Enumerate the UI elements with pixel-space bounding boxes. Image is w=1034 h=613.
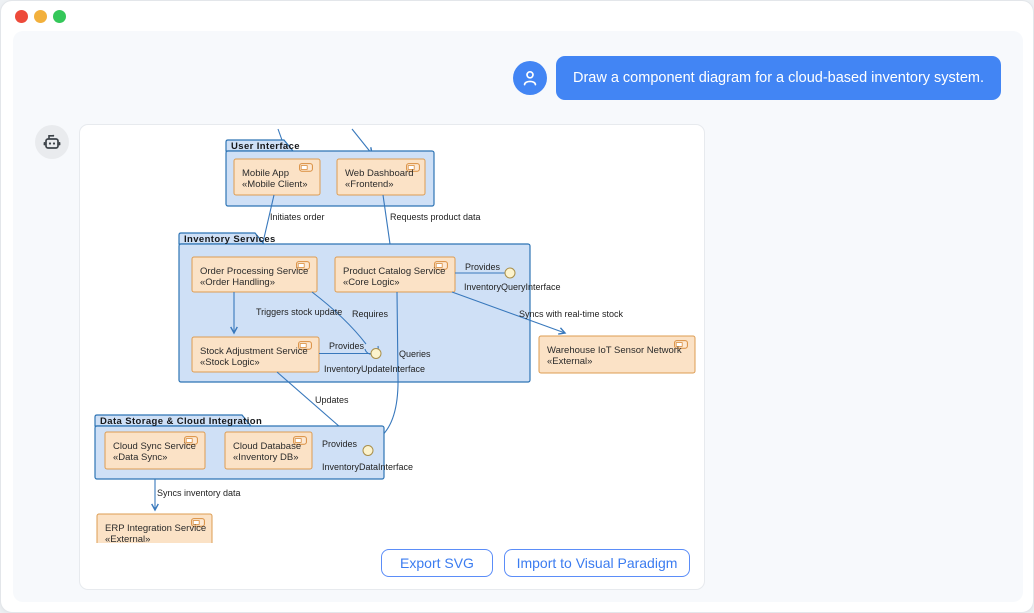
edge-label-syncs-inventory: Syncs inventory data: [157, 488, 241, 498]
component-cloud-sync-service[interactable]: Cloud Sync Service «Data Sync»: [105, 432, 205, 469]
component-stereotype: «Order Handling»: [200, 277, 275, 288]
edge-label-queries: Queries: [399, 349, 431, 359]
interface-label-update: InventoryUpdateInterface: [324, 364, 425, 374]
edge-incoming-web-dashboard: [352, 129, 372, 154]
bot-avatar: [35, 125, 69, 159]
component-warehouse-iot-sensor-network[interactable]: Warehouse IoT Sensor Network «External»: [539, 336, 695, 373]
component-name: Order Processing Service: [200, 266, 308, 277]
interface-ball-query[interactable]: [505, 268, 515, 278]
component-stereotype: «Inventory DB»: [233, 452, 298, 463]
component-cloud-database[interactable]: Cloud Database «Inventory DB»: [225, 432, 312, 469]
minimize-window-button[interactable]: [34, 10, 47, 23]
edge-label-provides-data: Provides: [322, 439, 358, 449]
component-product-catalog-service[interactable]: Product Catalog Service «Core Logic»: [335, 257, 455, 292]
component-mobile-app[interactable]: Mobile App «Mobile Client»: [234, 159, 320, 195]
interface-label-query: InventoryQueryInterface: [464, 282, 561, 292]
window-controls: [15, 10, 66, 23]
edge-label-initiates-order: Initiates order: [270, 212, 325, 222]
component-name: Warehouse IoT Sensor Network: [547, 345, 682, 356]
diagram-actions: Export SVG Import to Visual Paradigm: [80, 549, 704, 577]
diagram-card: User Interface Mobile App «Mobile Client…: [79, 124, 705, 590]
component-name: Stock Adjustment Service: [200, 346, 308, 357]
component-name: Cloud Database: [233, 441, 301, 452]
edge-label-requires: Requires: [352, 309, 389, 319]
interface-ball-update[interactable]: [371, 349, 381, 359]
component-web-dashboard[interactable]: Web Dashboard «Frontend»: [337, 159, 425, 195]
edge-label-provides-query: Provides: [465, 262, 501, 272]
component-order-processing-service[interactable]: Order Processing Service «Order Handling…: [192, 257, 317, 292]
chat-panel: Draw a component diagram for a cloud-bas…: [13, 31, 1023, 602]
interface-ball-data[interactable]: [363, 446, 373, 456]
user-message-row: Draw a component diagram for a cloud-bas…: [513, 56, 1001, 100]
component-name: ERP Integration Service: [105, 523, 206, 534]
interface-label-data: InventoryDataInterface: [322, 462, 413, 472]
component-stock-adjustment-service[interactable]: Stock Adjustment Service «Stock Logic»: [192, 337, 319, 372]
package-title: User Interface: [231, 141, 300, 152]
component-stereotype: «External»: [547, 356, 592, 367]
edge-label-provides-update: Provides: [329, 341, 365, 351]
component-stereotype: «Frontend»: [345, 179, 394, 190]
export-svg-button[interactable]: Export SVG: [381, 549, 493, 577]
component-stereotype: «Data Sync»: [113, 452, 167, 463]
robot-icon: [41, 131, 63, 153]
close-window-button[interactable]: [15, 10, 28, 23]
zoom-window-button[interactable]: [53, 10, 66, 23]
edge-label-triggers: Triggers stock update: [256, 307, 342, 317]
component-stereotype: «Stock Logic»: [200, 357, 260, 368]
component-name: Cloud Sync Service: [113, 441, 196, 452]
component-stereotype: «Mobile Client»: [242, 179, 307, 190]
user-avatar: [513, 61, 547, 95]
component-erp-integration-service[interactable]: ERP Integration Service «External»: [97, 514, 212, 543]
component-diagram: User Interface Mobile App «Mobile Client…: [80, 125, 704, 543]
edge-label-requests-product-data: Requests product data: [390, 212, 481, 222]
component-name: Mobile App: [242, 168, 289, 179]
component-stereotype: «Core Logic»: [343, 277, 400, 288]
user-icon: [520, 68, 540, 88]
user-message-bubble: Draw a component diagram for a cloud-bas…: [556, 56, 1001, 100]
edge-label-syncs-realtime: Syncs with real-time stock: [519, 309, 624, 319]
package-title: Data Storage & Cloud Integration: [100, 416, 262, 427]
package-title: Inventory Services: [184, 234, 276, 245]
import-visual-paradigm-button[interactable]: Import to Visual Paradigm: [504, 549, 690, 577]
edge-label-updates: Updates: [315, 395, 349, 405]
component-name: Product Catalog Service: [343, 266, 445, 277]
component-name: Web Dashboard: [345, 168, 413, 179]
component-stereotype: «External»: [105, 534, 150, 543]
component-icon: [300, 164, 313, 172]
